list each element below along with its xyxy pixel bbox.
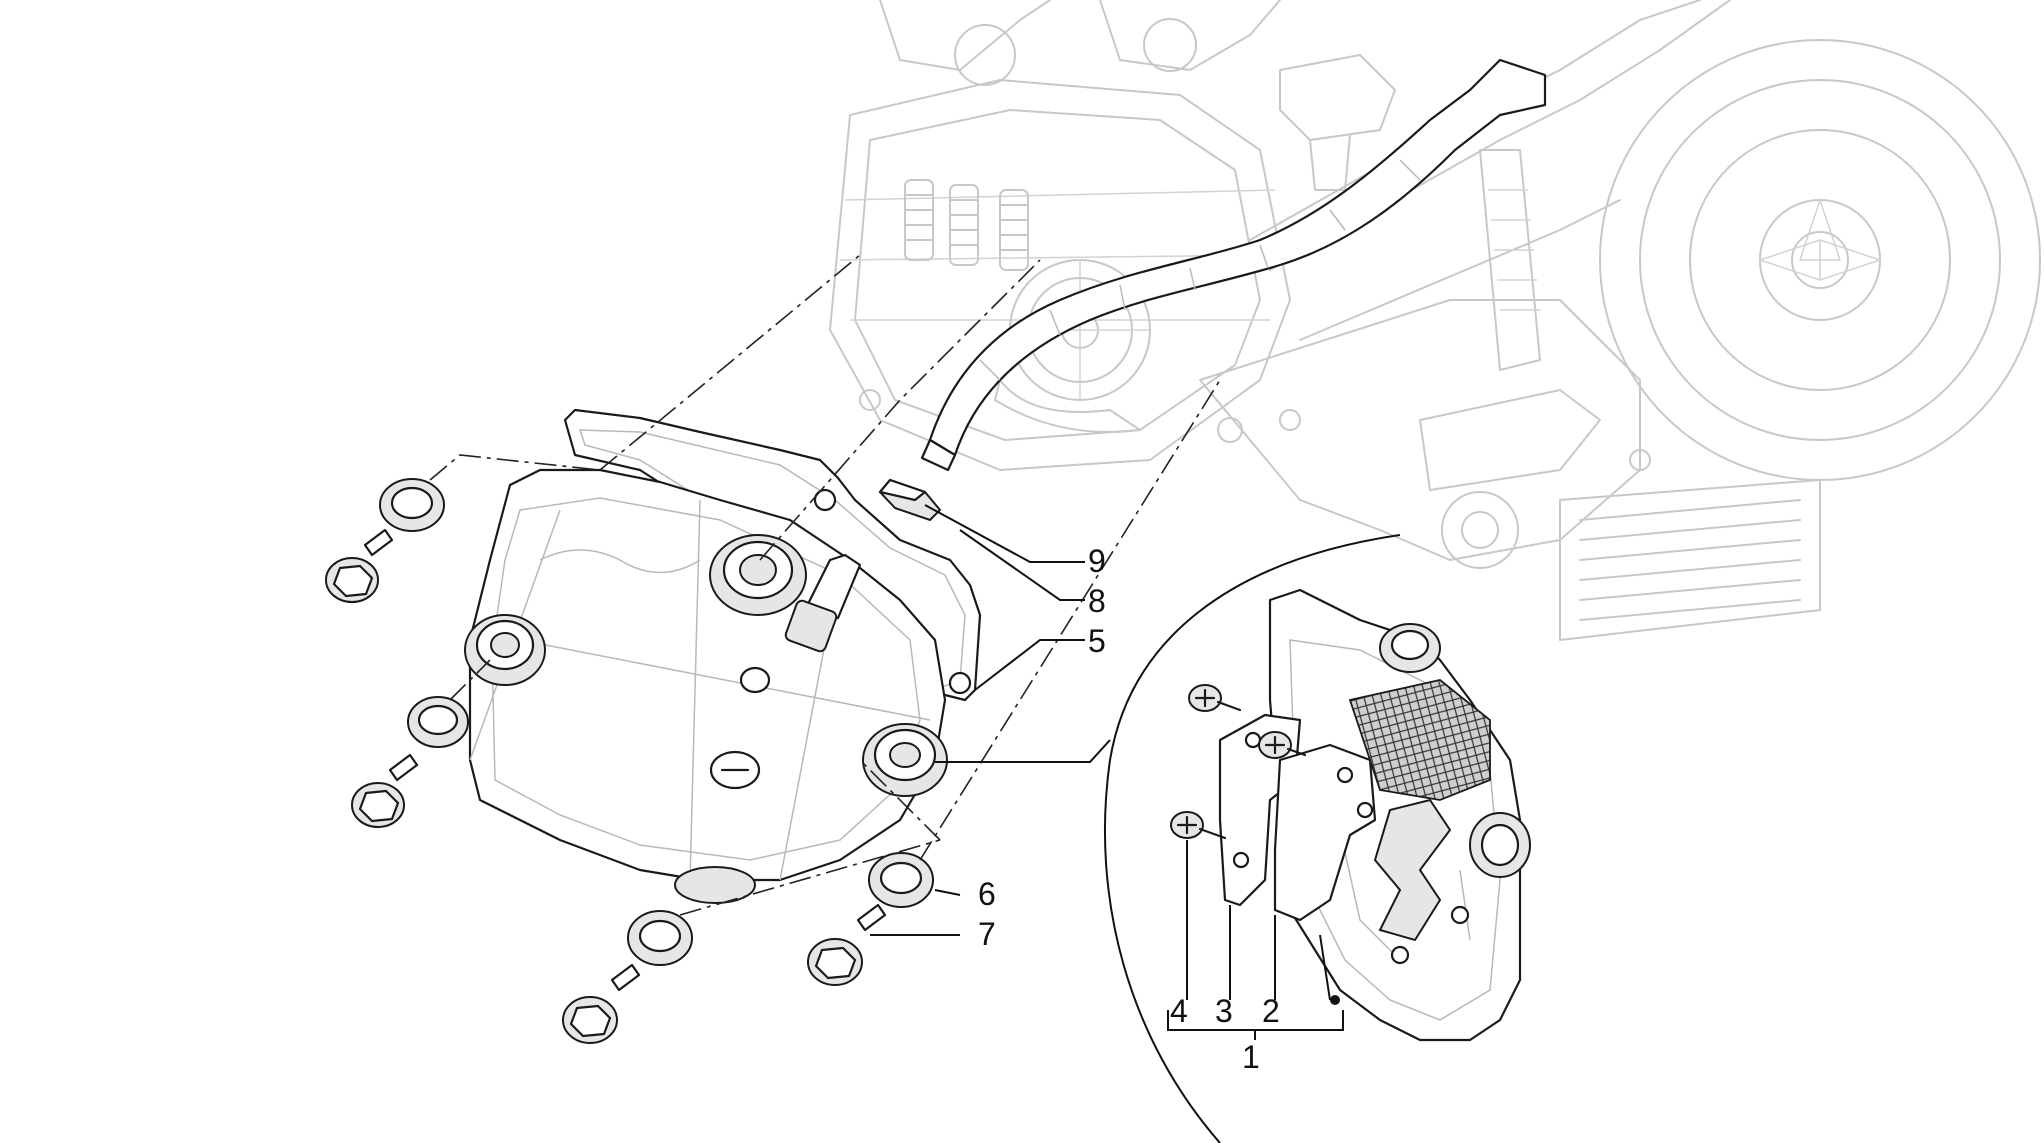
screw-a (1188, 684, 1242, 712)
bolt-2 (351, 753, 419, 828)
callout-3: 3 (1215, 993, 1233, 1029)
engine-background (829, 0, 2041, 641)
bullet-dot (1330, 995, 1340, 1005)
callout-5: 5 (1088, 623, 1106, 659)
callout-labels: 9 8 5 6 7 4 3 2 1 (978, 543, 1280, 1075)
hose-clamp (878, 478, 942, 522)
callout-8: 8 (1088, 583, 1106, 619)
seal-4 (868, 852, 934, 908)
breather-hose (920, 58, 1547, 472)
bolt-1 (325, 528, 394, 603)
cylinder-head-cover (464, 468, 948, 904)
seal-3 (627, 910, 693, 966)
sealing-washers (379, 478, 934, 966)
bolt-4 (807, 903, 887, 986)
callout-6: 6 (978, 876, 996, 912)
screw-b (1258, 731, 1307, 759)
callout-2: 2 (1262, 993, 1280, 1029)
seal-1 (379, 478, 445, 532)
callout-7: 7 (978, 916, 996, 952)
assembly-lines (429, 254, 1221, 916)
seal-2 (407, 696, 469, 748)
bolt-3 (562, 963, 641, 1044)
leader-lines (870, 504, 1344, 1040)
screw-c (1170, 811, 1227, 840)
callout-1: 1 (1242, 1039, 1260, 1075)
callout-9: 9 (1088, 543, 1106, 579)
flange-bolts (325, 528, 887, 1044)
callout-4: 4 (1170, 993, 1188, 1029)
detail-inset (1104, 534, 1531, 1143)
